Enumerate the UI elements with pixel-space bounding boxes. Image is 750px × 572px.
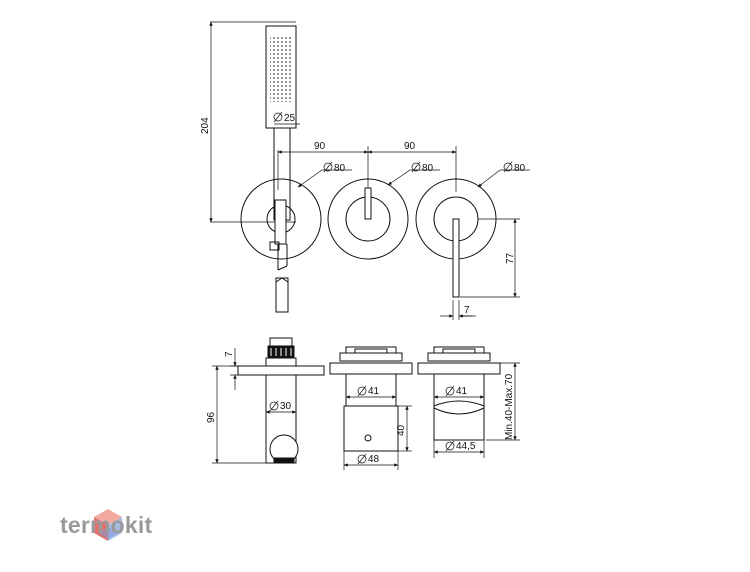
dim-d41-right-label: 41: [456, 386, 468, 397]
side-middle-body: 48 41 40: [329, 346, 413, 470]
dim-d41-mid-label: 41: [368, 386, 380, 397]
dim-7-outlet-label: 7: [224, 351, 235, 357]
dim-wall-depth-label: Min.40-Max.70: [504, 373, 515, 440]
dim-90-left-label: 90: [314, 141, 326, 152]
dimension-spacing: 90 90: [277, 141, 457, 192]
termokit-logo-icon: [94, 509, 122, 541]
dim-204-label: 204: [200, 117, 211, 134]
side-view: 7 96 30 48: [206, 337, 520, 470]
side-right-body: 44,5 41 Min.40-Max.70: [417, 346, 520, 458]
dimension-77: 77: [460, 218, 520, 298]
dim-d80-right-label: 80: [514, 163, 526, 174]
dim-96-label: 96: [206, 411, 217, 423]
wall-plate-middle: [327, 178, 409, 260]
dim-d30-label: 30: [280, 401, 292, 412]
wall-plate-left: [240, 178, 322, 313]
dim-40-label: 40: [396, 424, 407, 436]
dim-d80-mid-label: 80: [422, 163, 434, 174]
front-view: 204 25 90 90: [200, 21, 530, 320]
dim-77-label: 77: [505, 252, 516, 264]
wall-plate-right: [415, 178, 497, 298]
dimension-7-lever: 7: [440, 300, 476, 320]
dim-d25-label: 25: [284, 113, 296, 124]
dimension-204: 204: [200, 21, 296, 223]
dim-7-lever-label: 7: [464, 305, 470, 316]
dimension-d25: 25: [273, 111, 300, 125]
side-outlet: [237, 337, 325, 464]
dim-d80-left-label: 80: [334, 163, 346, 174]
dimension-7-96: 7 96: [206, 348, 266, 464]
dimension-d30: 30: [265, 400, 297, 414]
dim-d48-label: 48: [368, 454, 380, 465]
dim-d445-label: 44,5: [456, 441, 476, 452]
brand-name: termokit: [60, 512, 153, 538]
dim-90-right-label: 90: [404, 141, 416, 152]
dimension-d80: 80 80 80: [297, 161, 530, 188]
